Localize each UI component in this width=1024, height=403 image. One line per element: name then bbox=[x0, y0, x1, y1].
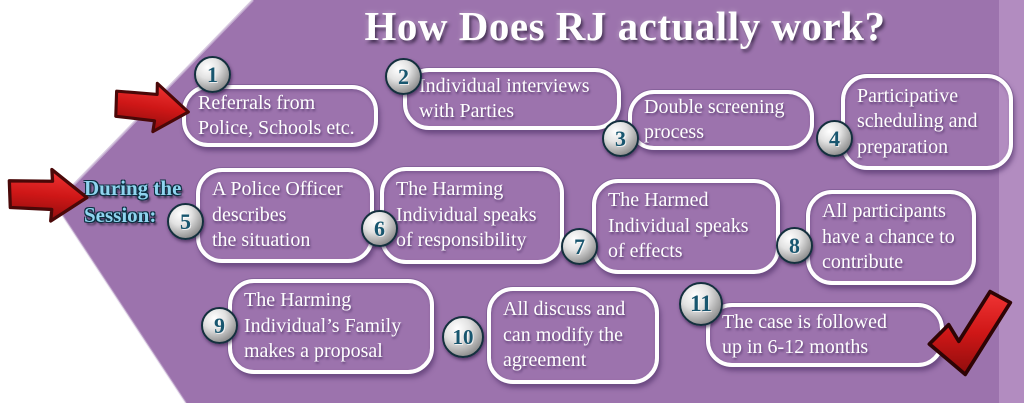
step-box: A Police Officer describes the situation bbox=[196, 168, 374, 263]
step-box: Individual interviews with Parties bbox=[403, 68, 621, 130]
session-phase-label: During the Session: bbox=[84, 176, 182, 228]
step-number-badge: 5 bbox=[167, 203, 204, 240]
step-5: 5 A Police Officer describes the situati… bbox=[167, 168, 374, 263]
step-11: 11 The case is followed up in 6-12 month… bbox=[679, 282, 944, 367]
step-4: 4 Participative scheduling and preparati… bbox=[816, 74, 1013, 170]
red-checkmark-icon bbox=[927, 289, 1013, 377]
step-text: All participants have a chance to contri… bbox=[822, 200, 955, 274]
step-number-badge: 1 bbox=[194, 56, 231, 93]
step-box: The Harming Individual’s Family makes a … bbox=[228, 279, 434, 374]
step-number-badge: 11 bbox=[679, 282, 723, 326]
step-text: All discuss and can modify the agreement bbox=[503, 298, 626, 372]
red-arrow-icon bbox=[7, 167, 89, 223]
step-number-badge: 3 bbox=[602, 120, 639, 157]
step-text: A Police Officer describes the situation bbox=[212, 178, 343, 252]
step-box: Participative scheduling and preparation bbox=[841, 74, 1013, 170]
step-text: Participative scheduling and preparation bbox=[857, 84, 978, 158]
step-box: All discuss and can modify the agreement bbox=[487, 287, 659, 384]
step-text: Referrals from Police, Schools etc. bbox=[198, 91, 355, 139]
step-box: The Harming Individual speaks of respons… bbox=[380, 167, 564, 264]
step-number-badge: 7 bbox=[561, 228, 598, 265]
step-text: The Harmed Individual speaks of effects bbox=[608, 189, 749, 263]
step-box: Double screening process bbox=[628, 90, 814, 150]
step-10: 10 All discuss and can modify the agreem… bbox=[442, 287, 659, 384]
step-text: Individual interviews with Parties bbox=[419, 74, 590, 122]
step-6: 6 The Harming Individual speaks of respo… bbox=[361, 167, 564, 264]
step-box: Referrals from Police, Schools etc. bbox=[182, 85, 378, 147]
step-box: The Harmed Individual speaks of effects bbox=[592, 179, 780, 274]
red-arrow-icon bbox=[114, 81, 190, 134]
step-text: The case is followed up in 6-12 months bbox=[722, 310, 887, 358]
step-number-badge: 2 bbox=[385, 58, 422, 95]
step-text: The Harming Individual’s Family makes a … bbox=[244, 289, 402, 363]
step-2: 2 Individual interviews with Parties bbox=[385, 58, 621, 130]
step-3: 3 Double screening process bbox=[602, 90, 814, 157]
step-text: The Harming Individual speaks of respons… bbox=[396, 178, 537, 252]
step-7: 7 The Harmed Individual speaks of effect… bbox=[561, 179, 780, 274]
step-1: 1 Referrals from Police, Schools etc. bbox=[182, 56, 378, 147]
step-text: Double screening process bbox=[644, 95, 785, 143]
step-number-badge: 6 bbox=[361, 210, 398, 247]
step-8: 8 All participants have a chance to cont… bbox=[776, 190, 976, 285]
page-title: How Does RJ actually work? bbox=[364, 3, 886, 49]
step-box: The case is followed up in 6-12 months bbox=[706, 303, 944, 367]
step-number-badge: 9 bbox=[201, 307, 238, 344]
step-number-badge: 4 bbox=[816, 120, 853, 157]
step-box: All participants have a chance to contri… bbox=[806, 190, 976, 285]
step-9: 9 The Harming Individual’s Family makes … bbox=[201, 279, 434, 374]
step-number-badge: 8 bbox=[776, 227, 813, 264]
step-number-badge: 10 bbox=[442, 316, 484, 358]
